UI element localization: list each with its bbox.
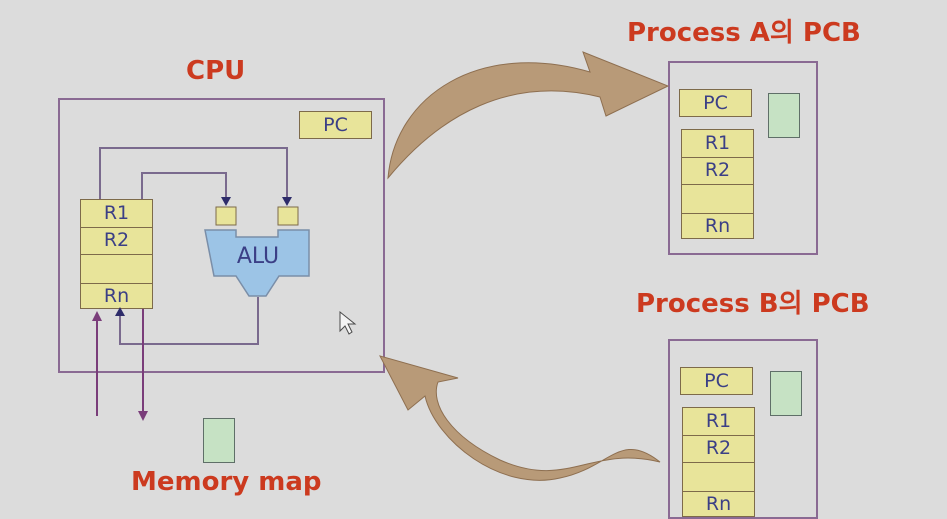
process-a-pcb-title: Process A의 PCB	[627, 18, 861, 48]
alu-input-arrowhead-left	[221, 197, 231, 206]
memory-map-label: Memory map	[131, 467, 322, 497]
process-a-register-r2: R2	[682, 157, 753, 185]
alu-latch-right	[277, 206, 299, 226]
cpu-register-rn: Rn	[103, 285, 130, 307]
process-a-pcb-box	[668, 61, 818, 255]
process-a-register-file: R1 R2 Rn	[681, 129, 754, 239]
cpu-box	[58, 98, 385, 373]
process-b-pcb-title: Process B의 PCB	[636, 289, 870, 319]
cpu-register-file: R1 R2 Rn	[80, 199, 153, 309]
process-b-register-empty	[683, 462, 754, 492]
process-b-green-block	[770, 371, 802, 416]
alu-label: ALU	[237, 244, 279, 269]
process-b-register-r2: R2	[683, 435, 754, 463]
restore-context-arrow	[379, 355, 661, 481]
cpu-register-r2: R2	[81, 227, 152, 255]
cpu-title: CPU	[186, 56, 246, 86]
cpu-datapath-wires	[99, 147, 288, 345]
process-a-register-rn: Rn	[704, 215, 731, 237]
regfile-input-arrowhead	[115, 307, 125, 316]
process-a-register-r1: R1	[682, 130, 753, 158]
process-b-pc-register: PC	[680, 367, 753, 395]
alu-unit	[204, 229, 310, 297]
process-a-green-block	[768, 93, 800, 138]
process-b-register-r1: R1	[683, 408, 754, 436]
cpu-register-empty	[81, 254, 152, 284]
memory-map-block	[203, 418, 235, 463]
cpu-pc-register: PC	[299, 111, 372, 139]
process-a-register-empty	[682, 184, 753, 214]
mouse-cursor-icon	[339, 310, 357, 335]
diagram-overlay: ALU	[92, 51, 670, 481]
cpu-register-r1: R1	[81, 200, 152, 228]
alu-latch-left	[215, 206, 237, 226]
process-b-register-file: R1 R2 Rn	[682, 407, 755, 517]
save-context-arrow	[387, 51, 670, 180]
process-a-pc-register: PC	[679, 89, 752, 117]
alu-input-arrowhead-right	[282, 197, 292, 206]
